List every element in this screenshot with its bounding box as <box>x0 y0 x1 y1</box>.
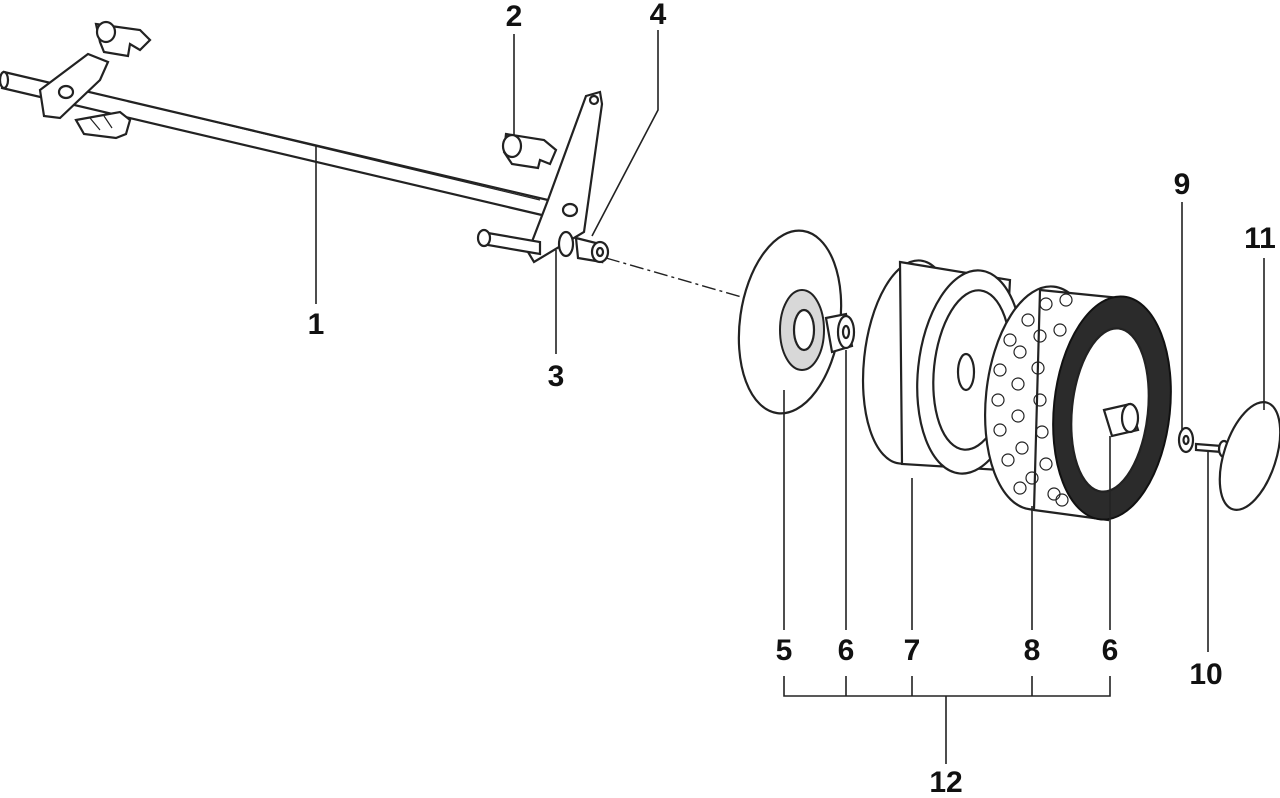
callout-10: 10 <box>1189 658 1222 691</box>
callout-1: 1 <box>308 308 325 341</box>
callout-labels: 1 2 3 4 5 6 7 8 6 9 10 11 12 <box>308 0 1276 798</box>
bushing-6 <box>824 312 856 354</box>
hub-disc-5 <box>737 229 843 415</box>
callout-2: 2 <box>506 0 523 33</box>
callout-11: 11 <box>1244 222 1276 255</box>
axle-washer-3 <box>557 230 575 258</box>
callout-4: 4 <box>650 0 667 31</box>
pivot-pin <box>476 228 542 256</box>
callout-6-first: 6 <box>838 634 855 667</box>
tire-8 <box>983 285 1172 522</box>
callout-6-second: 6 <box>1102 634 1119 667</box>
callout-9: 9 <box>1174 168 1191 201</box>
washer-9 <box>1177 426 1195 454</box>
clip-part-2 <box>501 132 558 170</box>
left-bracket <box>38 52 110 120</box>
callout-5: 5 <box>776 634 793 667</box>
tire-tread <box>991 293 1073 507</box>
left-clip-bottom <box>74 110 132 140</box>
left-clip-top <box>94 20 152 58</box>
callout-8: 8 <box>1024 634 1041 667</box>
wheel-cover-11 <box>1218 401 1280 511</box>
axle-spacer-4 <box>574 236 610 264</box>
callout-7: 7 <box>904 634 921 667</box>
callout-3: 3 <box>548 360 565 393</box>
leader-lines <box>315 30 1265 764</box>
callout-12: 12 <box>929 766 962 798</box>
alignment-line <box>605 257 753 301</box>
